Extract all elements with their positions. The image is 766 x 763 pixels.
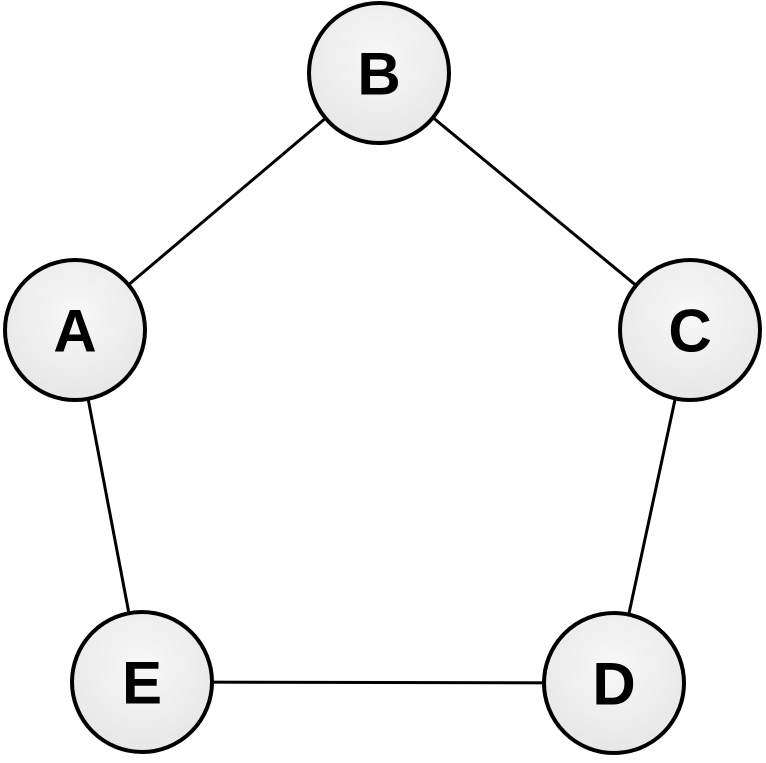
node-circle-E: [70, 610, 214, 754]
node-circle-A: [3, 258, 147, 402]
node-label-C: C: [668, 298, 711, 365]
node-label-E: E: [122, 650, 162, 717]
node-C: C: [618, 258, 762, 402]
node-circle-B: [307, 1, 451, 145]
node-label-B: B: [357, 41, 400, 108]
edge-layer: [73, 71, 692, 685]
node-circle-C: [618, 258, 762, 402]
node-label-D: D: [592, 651, 635, 718]
node-E: E: [70, 610, 214, 754]
node-D: D: [542, 611, 686, 755]
node-circle-D: [542, 611, 686, 755]
edge-D-E: [141, 680, 615, 685]
node-layer: A B C D E: [3, 1, 762, 755]
node-A: A: [3, 258, 147, 402]
node-B: B: [307, 1, 451, 145]
node-label-A: A: [53, 298, 96, 365]
